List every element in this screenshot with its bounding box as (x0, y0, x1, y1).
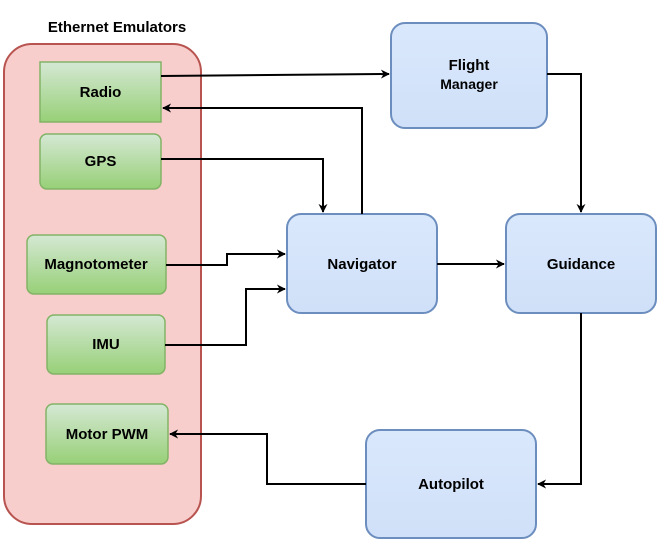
gps-label: GPS (85, 153, 117, 170)
edge-gps-to-navigator (161, 158, 328, 213)
edge-magnotometer-to-navigator (166, 249, 286, 266)
gps-node[interactable]: GPS (39, 133, 162, 190)
flight-manager-node[interactable]: Flight Manager (390, 22, 548, 129)
motor-pwm-node[interactable]: Motor PWM (45, 403, 169, 465)
edge-radio-to-flight-manager (160, 69, 390, 79)
autopilot-node[interactable]: Autopilot (365, 429, 537, 539)
navigator-label: Navigator (327, 256, 396, 273)
edge-autopilot-to-motor-pwm (169, 429, 366, 485)
edge-guidance-to-autopilot (537, 313, 582, 489)
flight-manager-label-line2: Manager (440, 76, 498, 92)
edge-flight-manager-to-guidance (547, 73, 586, 213)
guidance-node[interactable]: Guidance (505, 213, 657, 314)
imu-label: IMU (92, 336, 120, 353)
flight-manager-label-line1: Flight (449, 57, 490, 74)
ethernet-emulators-title: Ethernet Emulators (48, 19, 186, 36)
guidance-label: Guidance (547, 256, 615, 273)
magnotometer-node[interactable]: Magnotometer (26, 234, 167, 295)
magnotometer-label: Magnotometer (44, 256, 148, 273)
edge-navigator-to-radio (162, 103, 363, 214)
imu-node[interactable]: IMU (46, 314, 166, 375)
radio-label: Radio (80, 84, 122, 101)
motor-pwm-label: Motor PWM (66, 426, 148, 443)
edge-imu-to-navigator (165, 284, 286, 346)
radio-node[interactable]: Radio (39, 61, 162, 123)
navigator-node[interactable]: Navigator (286, 213, 438, 314)
autopilot-label: Autopilot (418, 476, 484, 493)
